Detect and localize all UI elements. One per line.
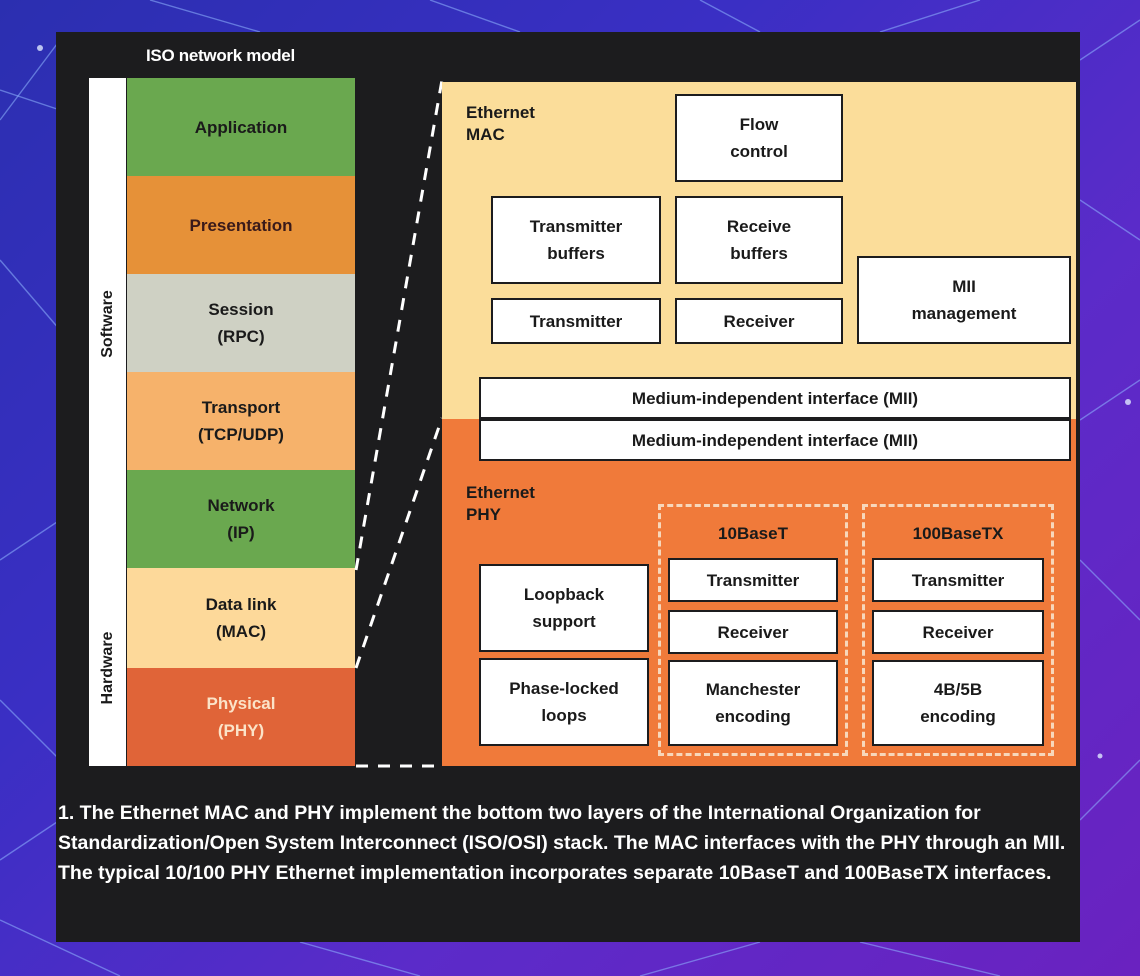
100basetx-receiver-box: Receiver — [872, 610, 1044, 654]
100basetx-transmitter-label: Transmitter — [911, 570, 1005, 590]
100basetx-group — [862, 504, 1054, 756]
4b5b-encoding-line2: encoding — [920, 707, 996, 726]
transmitter-buffers-line2: buffers — [547, 244, 605, 263]
10baset-group — [658, 504, 848, 756]
layer-physical-sublabel: (PHY) — [217, 721, 265, 740]
mii-management-line2: management — [911, 304, 1017, 323]
4b5b-encoding-line1: 4B/5B — [933, 680, 983, 699]
phase-locked-loops-line1: Phase-locked — [509, 679, 619, 698]
layer-transport-sublabel: (TCP/UDP) — [198, 425, 284, 444]
flow-control-box: Flow control — [675, 94, 843, 182]
layer-data-link: Data link (MAC) — [127, 568, 355, 668]
layer-application: Application — [127, 78, 355, 176]
transmitter-buffers-line1: Transmitter — [529, 217, 623, 236]
mii-management-box: MII management — [857, 256, 1071, 344]
layer-session: Session (RPC) — [127, 274, 355, 372]
ethernet-phy-label-line1: Ethernet — [466, 483, 535, 502]
ethernet-mac-label-line1: Ethernet — [466, 103, 535, 122]
layer-network-sublabel: (IP) — [227, 523, 255, 542]
mac-transmitter-box: Transmitter — [491, 298, 661, 344]
manchester-encoding-line1: Manchester — [705, 680, 801, 699]
layer-physical: Physical (PHY) — [127, 668, 355, 766]
phase-locked-loops-box: Phase-locked loops — [479, 658, 649, 746]
manchester-encoding-line2: encoding — [715, 707, 791, 726]
receive-buffers-line2: buffers — [730, 244, 788, 263]
loopback-support-box: Loopback support — [479, 564, 649, 652]
phase-locked-loops-line2: loops — [541, 706, 587, 725]
layer-data-link-sublabel: (MAC) — [215, 622, 267, 641]
layer-physical-label: Physical — [206, 694, 276, 713]
10baset-transmitter-box: Transmitter — [668, 558, 838, 602]
figure-caption: 1. The Ethernet MAC and PHY implement th… — [58, 802, 1066, 884]
layer-data-link-label: Data link — [205, 595, 277, 614]
figure-title: ISO network model — [146, 46, 295, 65]
mac-receiver-label: Receiver — [723, 311, 795, 331]
100basetx-transmitter-box: Transmitter — [872, 558, 1044, 602]
flow-control-line2: control — [730, 142, 788, 161]
loopback-support-line1: Loopback — [523, 585, 605, 604]
10baset-receiver-box: Receiver — [668, 610, 838, 654]
layer-transport-label: Transport — [201, 398, 281, 417]
mac-transmitter-label: Transmitter — [529, 311, 623, 331]
layer-network-label: Network — [207, 496, 275, 515]
osi-ethernet-figure: ISO network model Software Hardware Appl… — [56, 32, 1080, 942]
100basetx-receiver-label: Receiver — [922, 622, 994, 642]
layer-transport: Transport (TCP/UDP) — [127, 372, 355, 470]
ethernet-phy-label: Ethernet PHY — [466, 482, 535, 526]
layer-network: Network (IP) — [127, 470, 355, 568]
ethernet-phy-label-line2: PHY — [466, 505, 501, 524]
10baset-title: 10BaseT — [718, 524, 788, 543]
layer-presentation-label: Presentation — [189, 215, 293, 235]
flow-control-line1: Flow — [739, 115, 779, 134]
mac-mii-bar: Medium-independent interface (MII) — [479, 377, 1071, 419]
mac-mii-label: Medium-independent interface (MII) — [631, 388, 919, 408]
loopback-support-line2: support — [532, 612, 596, 631]
hardware-label-bar: Hardware — [89, 570, 127, 766]
hardware-label: Hardware — [98, 631, 116, 705]
ethernet-mac-label: Ethernet MAC — [466, 102, 535, 146]
receive-buffers-line1: Receive — [726, 217, 792, 236]
manchester-encoding-box: Manchester encoding — [668, 660, 838, 746]
osi-layer-stack: Application Presentation Session (RPC) T… — [127, 78, 355, 766]
mac-receiver-box: Receiver — [675, 298, 843, 344]
layer-session-label: Session — [208, 300, 274, 319]
10baset-receiver-label: Receiver — [717, 622, 789, 642]
phy-mii-bar: Medium-independent interface (MII) — [479, 419, 1071, 461]
mii-management-line1: MII — [952, 277, 976, 296]
transmitter-buffers-box: Transmitter buffers — [491, 196, 661, 284]
layer-presentation: Presentation — [127, 176, 355, 274]
4b5b-encoding-box: 4B/5B encoding — [872, 660, 1044, 746]
layer-session-sublabel: (RPC) — [217, 327, 265, 346]
ethernet-mac-label-line2: MAC — [466, 125, 505, 144]
100basetx-title: 100BaseTX — [912, 524, 1004, 543]
software-label: Software — [98, 290, 116, 358]
layer-application-label: Application — [194, 117, 288, 137]
phy-mii-label: Medium-independent interface (MII) — [631, 430, 919, 450]
10baset-transmitter-label: Transmitter — [706, 570, 800, 590]
software-label-bar: Software — [89, 78, 127, 570]
receive-buffers-box: Receive buffers — [675, 196, 843, 284]
